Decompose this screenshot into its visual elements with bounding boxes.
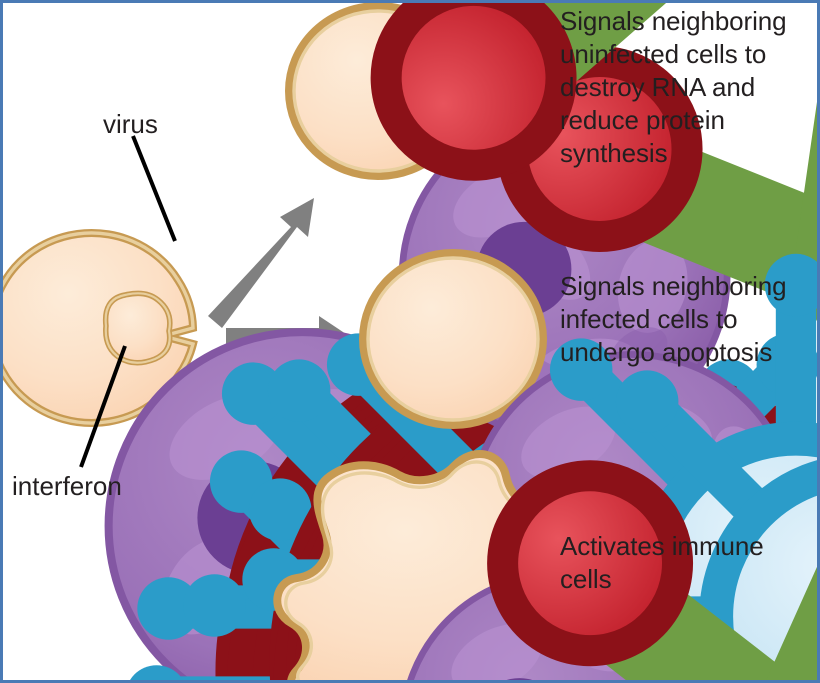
infected-neighbor-cell [359, 3, 817, 680]
cell-membrane-inner [366, 256, 540, 422]
immune-cell [273, 403, 817, 680]
label-interferon: interferon [12, 471, 122, 501]
virus-leader-line [131, 135, 177, 242]
interferon-leader-line [79, 345, 127, 468]
caption-infected-cells: Signals neighboring infected cells to un… [560, 271, 787, 367]
infected-source-cell [3, 229, 817, 680]
cell-membrane [359, 249, 547, 429]
label-virus: virus [103, 109, 158, 139]
diagram-canvas [3, 3, 817, 680]
caption-uninfected-cells: Signals neighboring uninfected cells to … [560, 6, 787, 168]
caption-immune-cells: Activates immune cells [560, 531, 764, 594]
arrow-to-uninfected-cell [208, 198, 314, 328]
